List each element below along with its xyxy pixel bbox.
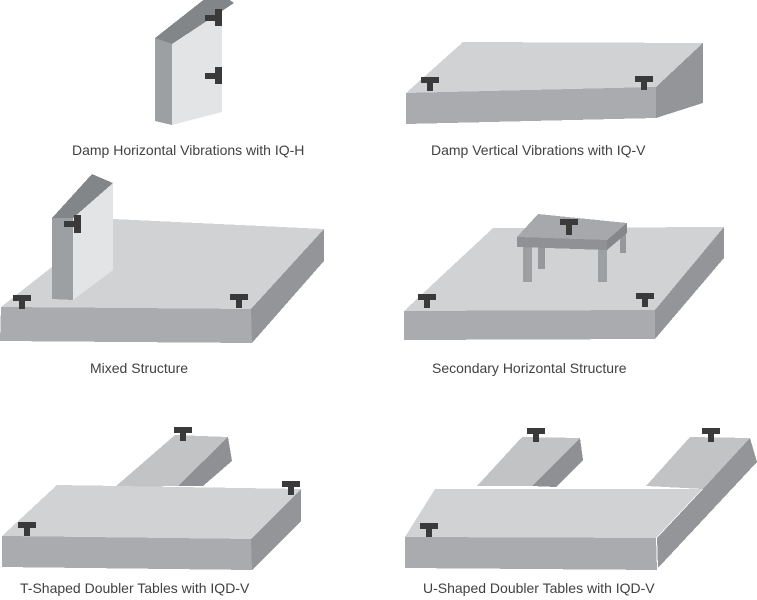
damper-icon — [13, 295, 31, 309]
figure-u-shaped-doubler — [405, 428, 757, 570]
damper-icon — [174, 427, 192, 441]
panel-side-face — [155, 38, 172, 125]
arm-side-face — [532, 438, 583, 487]
damper-icon — [18, 522, 36, 536]
damper-icon — [421, 77, 439, 91]
figure-mixed-structure — [0, 174, 324, 343]
damper-icon — [420, 523, 438, 537]
slab-top-face — [2, 485, 301, 539]
arm-top-face — [477, 437, 580, 486]
slab-front-face — [404, 310, 655, 340]
slab-front-face — [0, 307, 252, 343]
table-leg — [538, 247, 545, 269]
damper-icon — [635, 76, 653, 90]
slab-front-face — [406, 87, 656, 124]
damper-icon — [230, 294, 248, 308]
panel-front-face — [172, 11, 222, 125]
figure-damp-vertical-slab — [406, 42, 703, 124]
arm-side-face — [178, 437, 232, 486]
arm-top-face — [646, 437, 750, 489]
caption-secondary-horizontal: Secondary Horizontal Structure — [432, 360, 627, 376]
panel-top-face — [155, 0, 234, 44]
caption-t-shaped-doubler: T-Shaped Doubler Tables with IQD-V — [20, 580, 250, 596]
damper-icon — [560, 219, 578, 235]
panel-side-face — [52, 218, 73, 300]
caption-damp-vertical: Damp Vertical Vibrations with IQ-V — [431, 142, 646, 158]
slab-front-face — [405, 537, 657, 570]
slab-top-face — [405, 489, 702, 538]
slab-right-face — [251, 489, 301, 570]
caption-u-shaped-doubler: U-Shaped Doubler Tables with IQD-V — [423, 580, 655, 596]
table-front-skirt — [517, 237, 607, 250]
table-leg — [620, 225, 626, 253]
damper-icon — [702, 428, 720, 442]
table-right-skirt — [607, 223, 627, 250]
damper-icon — [205, 67, 222, 84]
figure-damp-horizontal-panel — [155, 0, 234, 125]
arm-side-face — [657, 438, 757, 568]
slab-front-face — [2, 536, 252, 570]
caption-mixed-structure: Mixed Structure — [90, 360, 189, 376]
slab-right-face — [655, 227, 724, 339]
damper-icon — [527, 428, 545, 442]
damper-icon — [64, 215, 81, 233]
damper-icon — [282, 481, 300, 495]
figure-t-shaped-doubler — [2, 427, 301, 570]
figure-secondary-horizontal — [404, 214, 724, 340]
table-leg — [523, 247, 532, 282]
table-leg — [598, 247, 607, 282]
arm-top-face — [115, 435, 228, 487]
slab-right-face — [251, 229, 324, 343]
caption-damp-horizontal: Damp Horizontal Vibrations with IQ-H — [72, 142, 305, 158]
damper-icon — [205, 9, 222, 26]
panel-top-face — [52, 174, 113, 218]
damper-icon — [636, 293, 654, 307]
slab-top-face — [404, 227, 724, 311]
slab-right-face — [656, 43, 703, 118]
panel-front-face — [73, 183, 113, 300]
slab-top-face — [406, 42, 703, 93]
damper-icon — [418, 294, 436, 308]
